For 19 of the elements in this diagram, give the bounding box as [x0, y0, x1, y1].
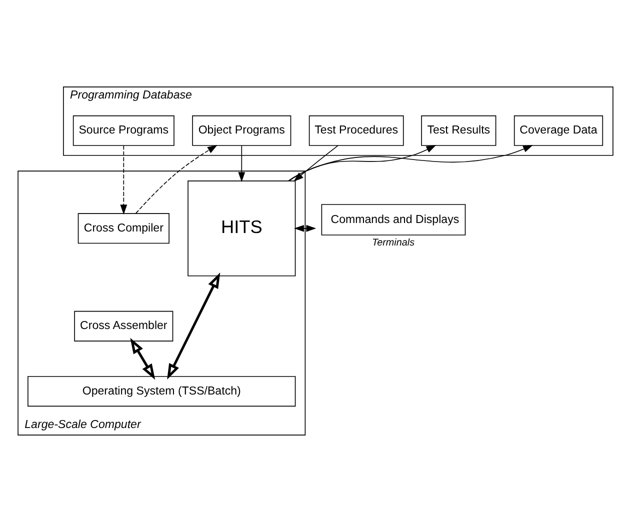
node-box: Test Procedures — [308, 114, 404, 146]
node-label: Terminals — [372, 236, 415, 248]
node-box: Test Results — [421, 114, 496, 146]
node-box: Cross Compiler — [78, 212, 170, 244]
node-box: Source Programs — [72, 114, 174, 146]
arrow — [288, 144, 436, 181]
node-box: Operating System (TSS/Batch) — [28, 376, 296, 406]
node-box: HITS — [188, 180, 296, 276]
arrow — [130, 337, 156, 380]
node-box: Object Programs — [192, 114, 292, 146]
node-box: Cross Assembler — [74, 310, 174, 341]
arrow — [135, 144, 218, 214]
arrow — [294, 144, 338, 182]
node-box: Commands and Displays — [321, 204, 466, 235]
arrow — [288, 144, 533, 181]
node-box: Coverage Data — [514, 114, 604, 146]
arrow — [167, 272, 220, 380]
arrow — [238, 144, 246, 182]
arrow — [120, 144, 128, 214]
